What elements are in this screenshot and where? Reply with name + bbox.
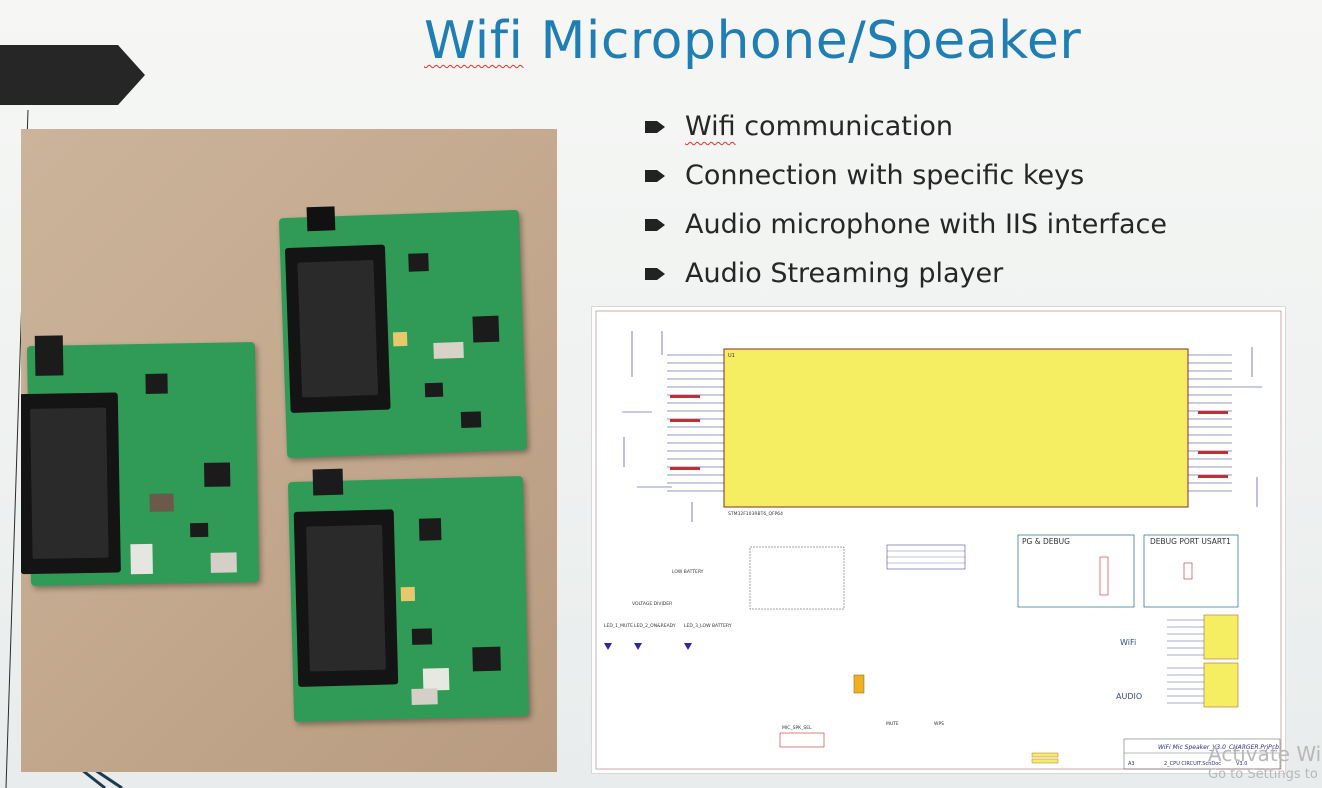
pcb-board: [287, 468, 530, 723]
decorative-tab: [0, 45, 145, 105]
pg-debug-label: PG & DEBUG: [1022, 537, 1070, 546]
schematic-image: U1 STM32F103RBT6_QFP64 PG & DEBUG DEBUG …: [591, 306, 1286, 774]
arrow-bullet-icon: [645, 268, 665, 280]
arrow-bullet-icon: [645, 170, 665, 182]
pcb-photo: [21, 129, 557, 772]
mcu-label: U1: [728, 353, 735, 359]
mcu-part: STM32F103RBT6_QFP64: [728, 511, 783, 517]
arrow-bullet-icon: [645, 219, 665, 231]
led2-label: LED_2_ON&READY: [634, 623, 676, 629]
title-block-sheet: 2_CPU CIRCUIT.SchDoc: [1164, 761, 1221, 767]
title-wifi-word: Wifi: [424, 11, 524, 71]
wifi-label: WiFi: [1120, 638, 1136, 647]
mic-spk-sel-label: MIC_SPK_SEL: [782, 725, 812, 731]
bullet-list: Wifi communication Connection with speci…: [645, 108, 1305, 304]
voltage-divider-label: VOLTAGE DIVIDER: [632, 601, 672, 607]
bullet-item: Audio Streaming player: [645, 255, 1305, 304]
debug-port-label: DEBUG PORT USART1: [1150, 537, 1231, 546]
led3-label: LED_3_LOW BATTERY: [684, 623, 732, 629]
bullet-item: Audio microphone with IIS interface: [645, 206, 1305, 255]
title-block-size: A3: [1128, 761, 1135, 767]
arrow-bullet-icon: [645, 121, 665, 133]
slide-title: Wifi Microphone/Speaker: [424, 6, 1124, 76]
pcb-board: [278, 206, 528, 459]
led1-label: LED_1_MUTE: [604, 623, 633, 629]
title-rest: Microphone/Speaker: [523, 11, 1082, 71]
activate-windows-watermark: Activate Windows Go to Settings to activ…: [1208, 742, 1322, 782]
audio-label: AUDIO: [1116, 692, 1142, 701]
low-battery-label: LOW BATTERY: [672, 569, 704, 575]
mute-label: MUTE: [886, 721, 899, 727]
wps-label: WPS: [934, 721, 944, 727]
bullet-item: Connection with specific keys: [645, 157, 1305, 206]
bullet-squiggle-word: Wifi: [685, 111, 736, 142]
title-block-name: WiFi Mic Speaker_V3.0_CHARGER.PrjPcb: [1158, 744, 1279, 751]
title-block-rev: V3.0: [1236, 761, 1247, 767]
bullet-item: Wifi communication: [645, 108, 1305, 157]
pcb-board: [21, 335, 260, 586]
schematic-drawing: U1 STM32F103RBT6_QFP64 PG & DEBUG DEBUG …: [595, 310, 1282, 770]
